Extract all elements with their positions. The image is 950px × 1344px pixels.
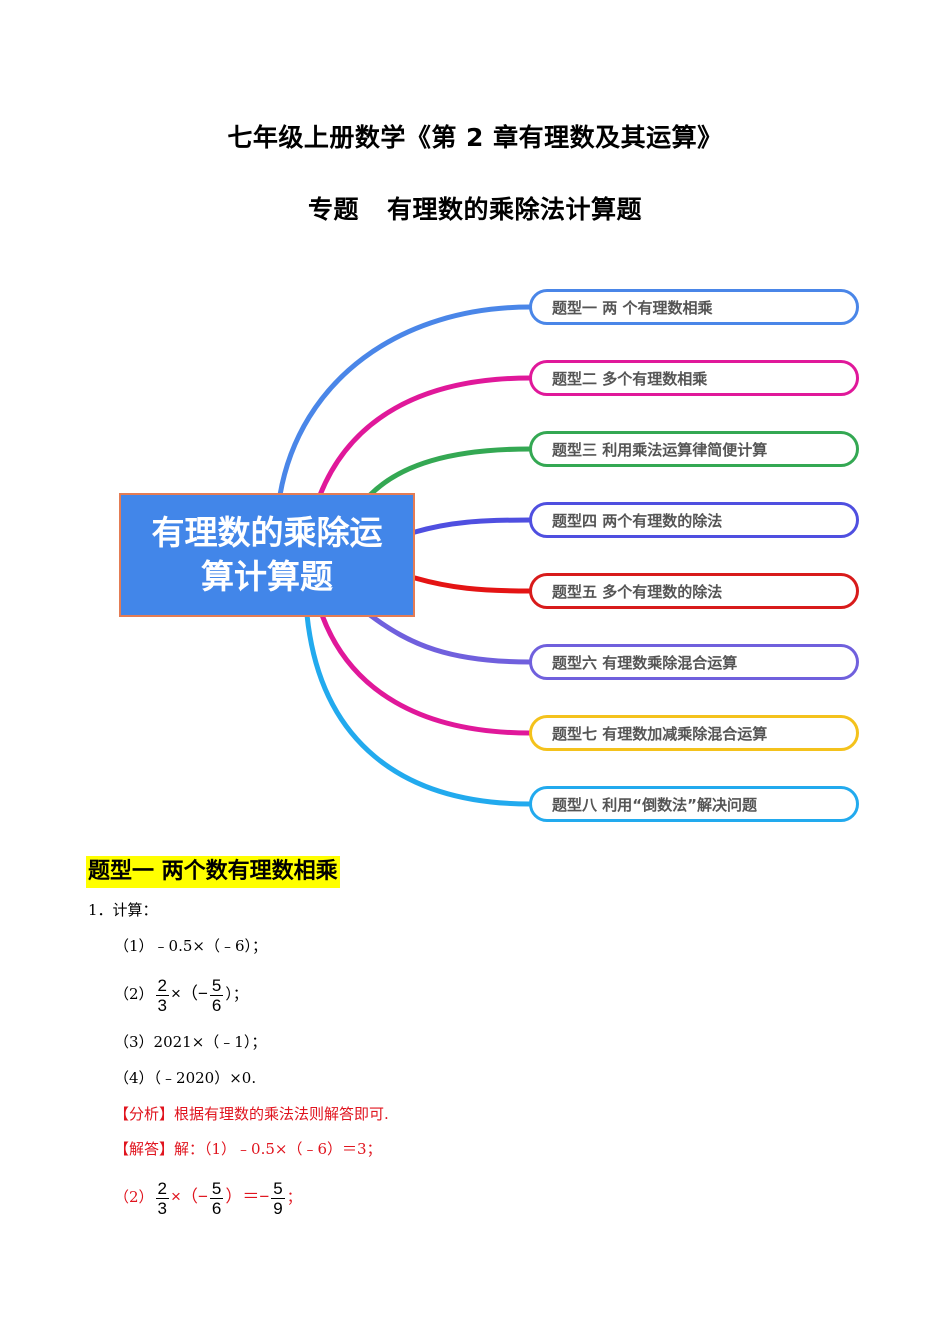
center-topic-line-2: 算计算题: [201, 557, 333, 596]
answer-intro: 解：（1）﹣0.5×（﹣6）＝3；: [174, 1140, 382, 1158]
problem-prompt-text: 计算：: [112, 901, 158, 919]
mind-map: 有理数的乘除运 算计算题 题型一 两 个有理数相乘 题型二 多个有理数相乘 题型…: [0, 270, 950, 840]
mind-map-node-7[interactable]: 题型七 有理数加减乘除混合运算: [529, 715, 859, 751]
problem-number: 1．: [88, 901, 113, 919]
mind-map-node-2[interactable]: 题型二 多个有理数相乘: [529, 360, 859, 396]
problem-item-4: （4）（﹣2020）×0.: [114, 1068, 256, 1088]
problem-item-1: （1）﹣0.5×（﹣6）；: [114, 936, 267, 956]
analysis-text: 根据有理数的乘法法则解答即可.: [174, 1105, 389, 1123]
mind-map-node-5[interactable]: 题型五 多个有理数的除法: [529, 573, 859, 609]
node-label: 题型三 利用乘法运算律简便计算: [552, 440, 768, 459]
analysis: 【分析】根据有理数的乘法法则解答即可.: [114, 1104, 389, 1124]
analysis-tag: 【分析】: [114, 1105, 175, 1123]
item-text: （﹣2020）×0.: [153, 1069, 257, 1087]
branch-4: [412, 517, 533, 535]
mind-map-node-4[interactable]: 题型四 两个有理数的除法: [529, 502, 859, 538]
node-label: 题型五 多个有理数的除法: [552, 582, 723, 601]
node-label: 题型八 利用“倒数法”解决问题: [552, 795, 757, 814]
branch-7: [319, 612, 533, 736]
item-label: （2）: [114, 1188, 154, 1206]
item-label: （2）: [114, 985, 154, 1003]
item-label: （3）: [114, 1033, 154, 1051]
node-label: 题型一 两 个有理数相乘: [552, 298, 713, 317]
branch-5: [412, 575, 533, 594]
subtitle-main: 有理数的乘除法计算题: [387, 195, 643, 224]
mind-map-node-3[interactable]: 题型三 利用乘法运算律简便计算: [529, 431, 859, 467]
node-label: 题型四 两个有理数的除法: [552, 511, 723, 530]
item-tail: ）；: [225, 985, 248, 1003]
item-text: 2021×（﹣1）；: [153, 1033, 267, 1051]
item-label: （1）: [114, 937, 154, 955]
section-heading: 题型一 两个数有理数相乘: [86, 856, 340, 888]
center-topic-line-1: 有理数的乘除运: [151, 513, 383, 552]
answer-tag: 【解答】: [114, 1140, 175, 1158]
item-text: ﹣0.5×（﹣6）；: [153, 937, 268, 955]
branch-8: [304, 612, 533, 807]
math-operator: ×（−: [171, 984, 208, 1003]
node-label: 题型六 有理数乘除混合运算: [552, 653, 738, 672]
math-operator: ×（−: [171, 1187, 208, 1206]
branch-3: [367, 446, 533, 498]
branch-1: [277, 304, 533, 498]
equals-operator: ）＝−: [225, 1187, 270, 1206]
item-label: （4）: [114, 1069, 154, 1087]
mind-map-node-8[interactable]: 题型八 利用“倒数法”解决问题: [529, 786, 859, 822]
node-label: 题型二 多个有理数相乘: [552, 369, 708, 388]
problem-prompt: 1．计算：: [88, 900, 158, 920]
branch-6: [367, 612, 533, 665]
subtitle-prefix: 专题: [307, 195, 359, 224]
item-tail: ；: [286, 1188, 302, 1206]
document-subtitle: 专题有理数的乘除法计算题: [0, 190, 950, 226]
mind-map-center-topic[interactable]: 有理数的乘除运 算计算题: [119, 493, 415, 617]
branch-2: [317, 375, 533, 498]
document-title: 七年级上册数学《第 2 章有理数及其运算》: [227, 123, 723, 152]
problem-item-3: （3）2021×（﹣1）；: [114, 1032, 266, 1052]
node-label: 题型七 有理数加减乘除混合运算: [552, 724, 768, 743]
answer: 【解答】解：（1）﹣0.5×（﹣6）＝3；: [114, 1139, 382, 1159]
mind-map-branches: [277, 304, 533, 807]
mind-map-node-1[interactable]: 题型一 两 个有理数相乘: [529, 289, 859, 325]
mind-map-node-6[interactable]: 题型六 有理数乘除混合运算: [529, 644, 859, 680]
